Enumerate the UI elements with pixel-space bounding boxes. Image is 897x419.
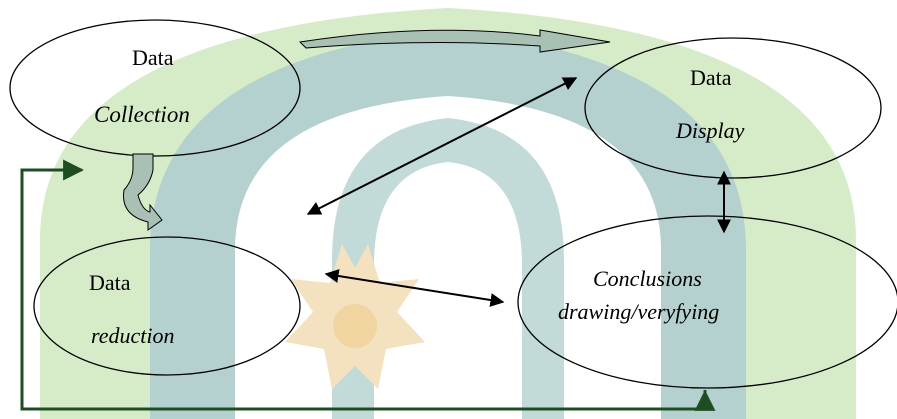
node-collection-ellipse xyxy=(9,19,301,157)
node-display-title: Data xyxy=(690,65,732,90)
block-arrow-collection-to-display xyxy=(298,29,611,53)
node-reduction-ellipse xyxy=(33,236,301,376)
node-conclusions-subtitle: drawing/veryfying xyxy=(558,299,720,324)
block-arrow-collection-to-reduction xyxy=(123,153,163,231)
node-collection-title: Data xyxy=(132,45,174,70)
watermark-gold-dot xyxy=(333,304,377,348)
watermark-teal-arch xyxy=(150,30,746,419)
node-conclusions-ellipse xyxy=(517,215,897,389)
node-collection-subtitle: Collection xyxy=(94,102,190,127)
node-conclusions-title: Conclusions xyxy=(593,266,702,291)
arrow-display-reduction xyxy=(306,77,578,215)
node-display-ellipse xyxy=(584,37,882,179)
node-reduction-title: Data xyxy=(89,270,131,295)
node-display-subtitle: Display xyxy=(676,118,745,143)
feedback-loop-up-arrow xyxy=(22,389,716,411)
arrow-reduction-conclusions xyxy=(324,269,505,307)
node-reduction-subtitle: reduction xyxy=(91,323,175,348)
